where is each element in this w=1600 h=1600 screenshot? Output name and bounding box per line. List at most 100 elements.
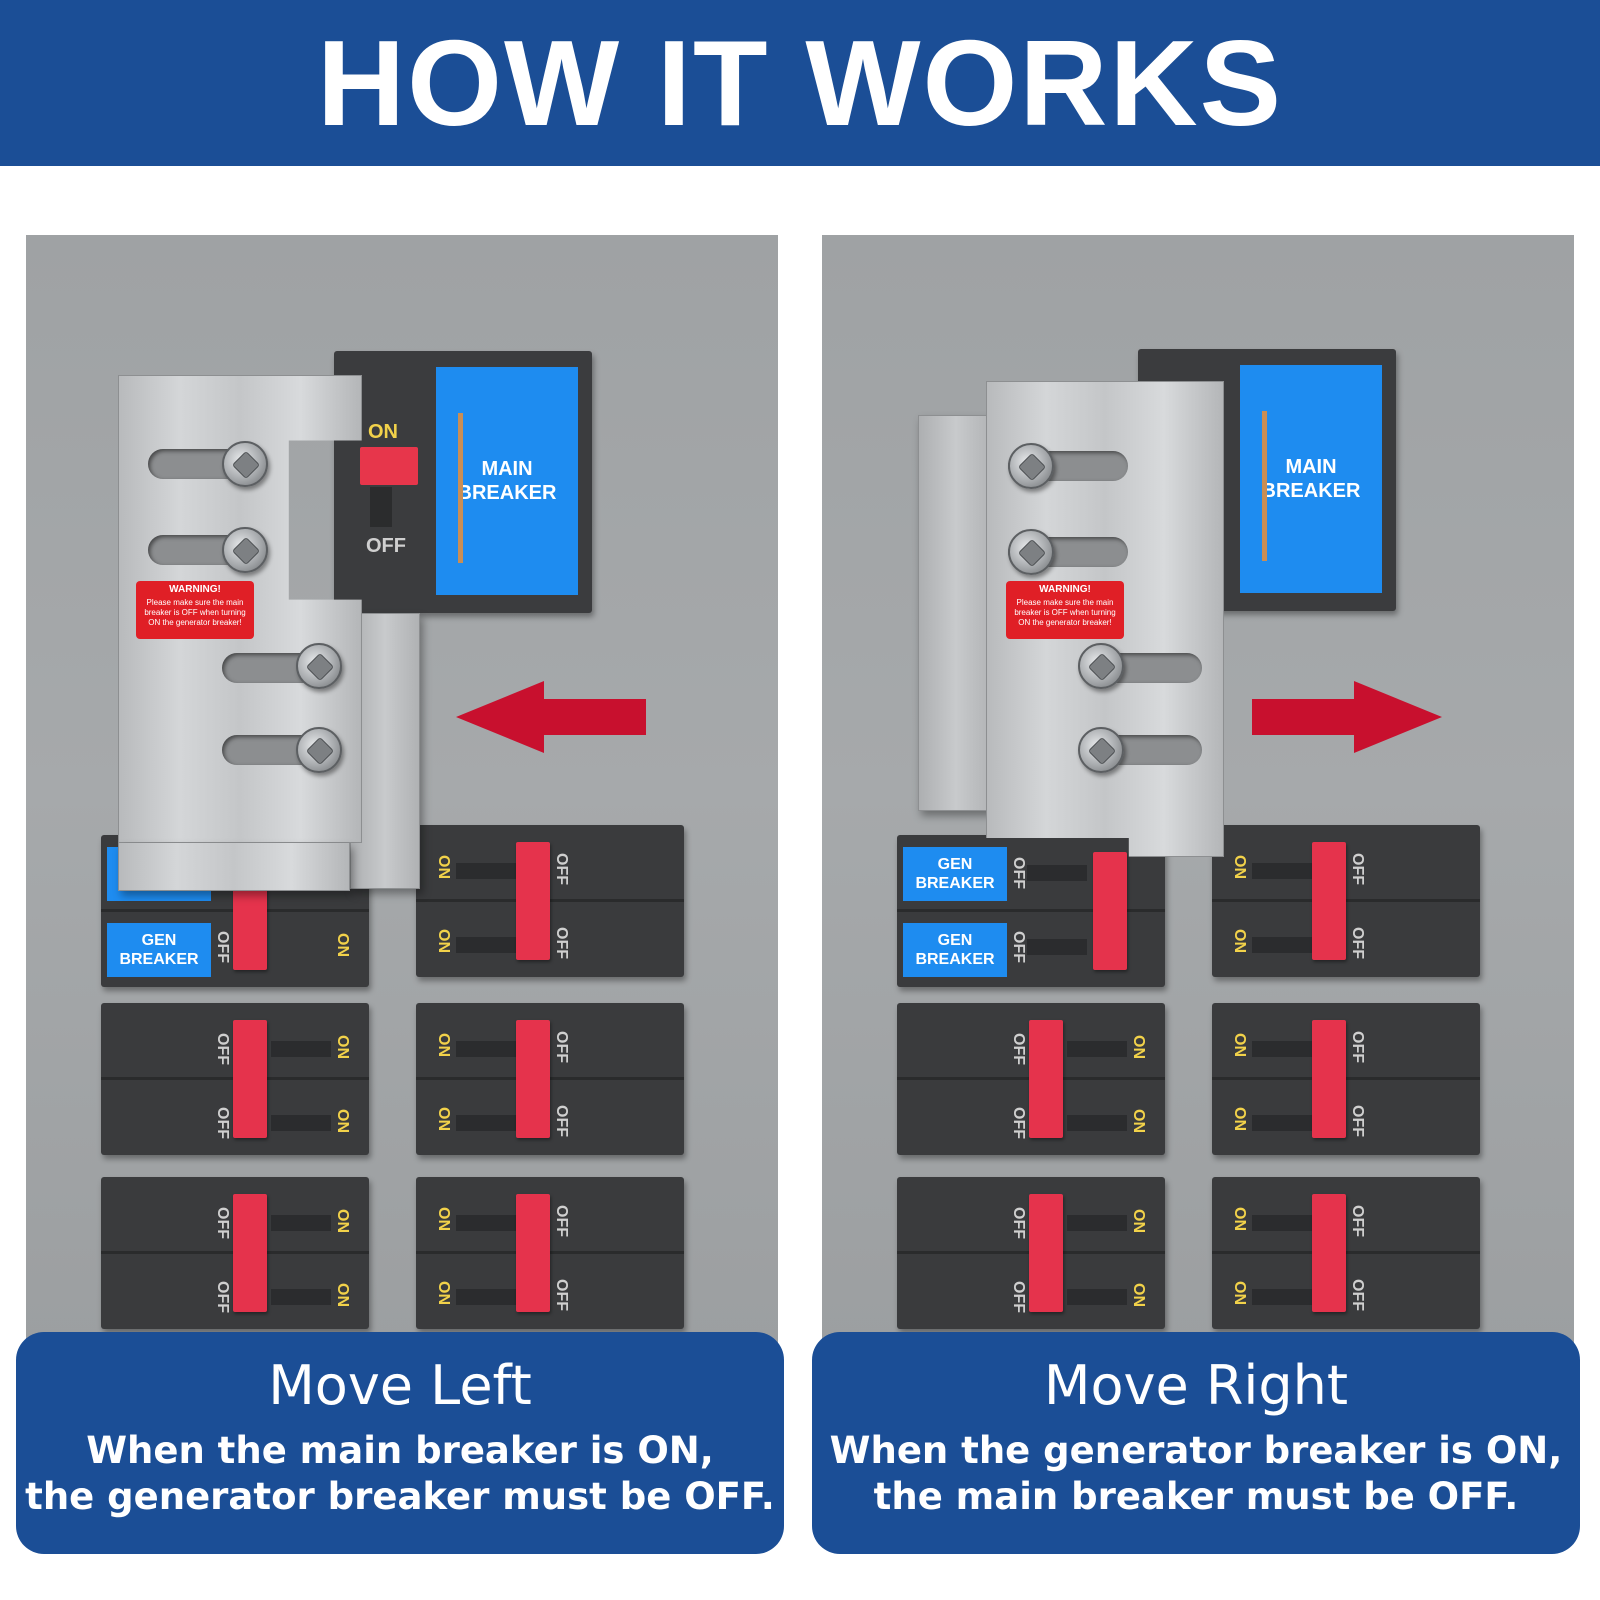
gen-breaker-text: GEN BREAKER	[119, 932, 199, 968]
toggle-slot	[1067, 1215, 1127, 1231]
warning-sticker: WARNING! Please make sure the main break…	[136, 581, 254, 639]
off-label: OFF	[1010, 931, 1027, 963]
breaker-module: OFF OFF ON ON	[101, 1003, 369, 1155]
main-breaker-label-box: MAIN BREAKER	[436, 367, 578, 595]
on-label: ON	[334, 1035, 351, 1059]
main-breaker-on-label: ON	[368, 421, 398, 443]
screw-icon	[296, 727, 342, 773]
toggle-slot	[456, 1115, 516, 1131]
on-label: ON	[435, 855, 452, 879]
toggle-slot	[1067, 1115, 1127, 1131]
off-label: OFF	[553, 1031, 570, 1063]
breaker-module: OFF OFF ON ON	[897, 1003, 1165, 1155]
header-banner: HOW IT WORKS	[0, 0, 1600, 166]
breaker-toggle[interactable]	[1029, 1194, 1063, 1312]
toggle-slot	[456, 1215, 516, 1231]
gen-breaker-label-top: GEN BREAKER	[903, 847, 1007, 901]
breaker-toggle[interactable]	[1029, 1020, 1063, 1138]
off-label: OFF	[1349, 1279, 1366, 1311]
breaker-module: ON ON OFF OFF	[416, 825, 684, 977]
page-title: HOW IT WORKS	[317, 15, 1283, 151]
on-label: ON	[1231, 1207, 1248, 1231]
toggle-slot	[456, 937, 516, 953]
gen-breaker-text: GEN BREAKER	[915, 856, 995, 892]
interlock-back-plate	[918, 415, 994, 811]
off-label: OFF	[553, 853, 570, 885]
off-label: OFF	[1010, 1207, 1027, 1239]
off-label: OFF	[1349, 1031, 1366, 1063]
on-label: ON	[1231, 1281, 1248, 1305]
toggle-slot	[1252, 1289, 1312, 1305]
caption-move-left: Move Left When the main breaker is ON, t…	[16, 1332, 784, 1554]
off-label: OFF	[1349, 1105, 1366, 1137]
off-label: OFF	[553, 927, 570, 959]
breaker-module: OFF OFF ON ON	[897, 1177, 1165, 1329]
on-label: ON	[1231, 1107, 1248, 1131]
breaker-module: ON ON OFF OFF	[416, 1177, 684, 1329]
toggle-slot	[1252, 937, 1312, 953]
breaker-toggle[interactable]	[1312, 842, 1346, 960]
interlock-plate-tab	[118, 843, 350, 891]
on-label: ON	[334, 1109, 351, 1133]
on-label: ON	[1130, 1035, 1147, 1059]
breaker-toggle[interactable]	[1312, 1020, 1346, 1138]
warning-body: Please make sure the main breaker is OFF…	[1014, 598, 1116, 627]
on-label: ON	[435, 1207, 452, 1231]
caption-line: When the main breaker is ON,	[86, 1429, 714, 1472]
breaker-toggle[interactable]	[516, 842, 550, 960]
breaker-toggle[interactable]	[516, 1020, 550, 1138]
off-label: OFF	[553, 1279, 570, 1311]
off-label: OFF	[1349, 853, 1366, 885]
module-divider	[416, 1251, 684, 1254]
on-label: ON	[1130, 1109, 1147, 1133]
screw-icon	[296, 643, 342, 689]
toggle-slot	[271, 1041, 331, 1057]
caption-line: the main breaker must be OFF.	[873, 1475, 1519, 1518]
breaker-module: OFF OFF ON ON	[101, 1177, 369, 1329]
on-label: ON	[334, 1209, 351, 1233]
warning-sticker: WARNING! Please make sure the main break…	[1006, 581, 1124, 639]
toggle-slot	[271, 1215, 331, 1231]
main-breaker-label-box: MAIN BREAKER	[1240, 365, 1382, 593]
module-divider	[416, 899, 684, 902]
toggle-slot	[1027, 939, 1087, 955]
breaker-module: ON ON OFF OFF	[1212, 825, 1480, 977]
breaker-module: ON ON OFF OFF	[1212, 1177, 1480, 1329]
caption-title: Move Right	[1043, 1354, 1349, 1417]
toggle-slot	[456, 863, 516, 879]
on-label: ON	[435, 929, 452, 953]
off-label: OFF	[1349, 1205, 1366, 1237]
caption-line: When the generator breaker is ON,	[829, 1429, 1563, 1472]
gen-breaker-toggle[interactable]	[1093, 852, 1127, 970]
off-label: OFF	[214, 1033, 231, 1065]
breaker-toggle[interactable]	[233, 1194, 267, 1312]
on-label: ON	[1130, 1209, 1147, 1233]
module-divider	[1212, 1077, 1480, 1080]
gen-breaker-label-bottom: GEN BREAKER	[903, 923, 1007, 977]
on-label: ON	[435, 1033, 452, 1057]
screw-icon	[1008, 529, 1054, 575]
off-label: OFF	[1349, 927, 1366, 959]
screw-icon	[1078, 643, 1124, 689]
warning-title: WARNING!	[1039, 584, 1091, 595]
screw-icon	[222, 527, 268, 573]
toggle-slot	[1252, 863, 1312, 879]
breaker-toggle[interactable]	[233, 1020, 267, 1138]
toggle-slot	[1067, 1289, 1127, 1305]
breaker-toggle[interactable]	[1312, 1194, 1346, 1312]
off-label: OFF	[214, 1207, 231, 1239]
off-label: OFF	[1010, 1107, 1027, 1139]
toggle-slot	[1252, 1041, 1312, 1057]
off-label: OFF	[1010, 857, 1027, 889]
off-label: OFF	[214, 1281, 231, 1313]
breaker-module: ON ON OFF OFF	[1212, 1003, 1480, 1155]
on-label: ON	[1231, 1033, 1248, 1057]
module-divider	[897, 909, 1165, 912]
off-label: OFF	[1010, 1281, 1027, 1313]
screw-icon	[1078, 727, 1124, 773]
toggle-slot	[456, 1289, 516, 1305]
caption-body: When the main breaker is ON, the generat…	[16, 1428, 784, 1520]
breaker-toggle[interactable]	[516, 1194, 550, 1312]
on-label: ON	[334, 933, 351, 957]
off-label: OFF	[1010, 1033, 1027, 1065]
